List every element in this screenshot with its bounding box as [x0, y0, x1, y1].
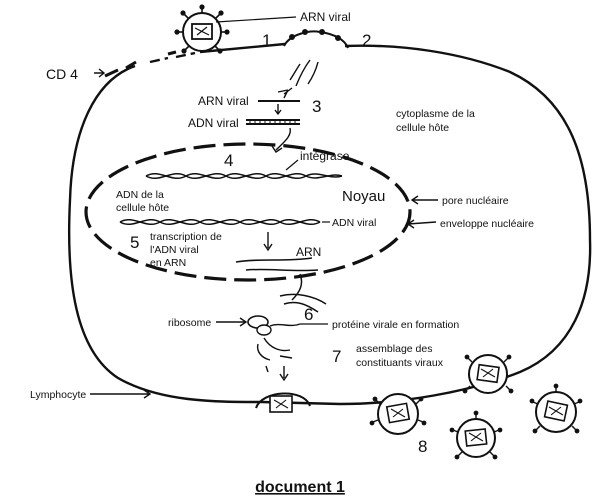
virus-free-top	[174, 4, 297, 54]
label-transcription-line2: l'ADN viral	[150, 244, 199, 256]
label-arn-viral-top: ARN viral	[300, 10, 351, 24]
label-cd4: CD 4	[46, 66, 78, 82]
step-7: 7	[332, 347, 341, 366]
released-rna	[283, 59, 319, 95]
label-lymphocyte: Lymphocyte	[30, 389, 86, 401]
label-noyau: Noyau	[342, 188, 385, 205]
nucleus-pointers	[406, 195, 438, 229]
label-proteine-virale: protéine virale en formation	[332, 319, 459, 331]
label-integrase: intégrase	[300, 149, 350, 163]
step-2: 2	[362, 31, 371, 50]
label-enveloppe-nucleaire: enveloppe nucléaire	[440, 218, 534, 230]
caption: document 1	[255, 479, 345, 496]
virus-budding	[255, 392, 311, 413]
label-transcription-line1: transcription de	[150, 231, 222, 243]
virus-free-4	[449, 410, 503, 460]
label-adn-cellule-line1: ADN de la	[116, 189, 164, 201]
nucleus-envelope	[84, 142, 412, 282]
label-cytoplasm-line1: cytoplasme de la	[396, 108, 475, 120]
fusion-bud	[283, 29, 349, 49]
label-assemblage-line2: constituants viraux	[356, 357, 444, 369]
ribosome	[216, 315, 328, 336]
step-1: 1	[262, 31, 271, 50]
label-arn-viral-mid: ARN viral	[198, 94, 249, 108]
assembly-strands	[256, 337, 293, 382]
step-4: 4	[224, 151, 233, 170]
label-arn: ARN	[296, 245, 321, 259]
cd4-receptors	[104, 50, 177, 78]
step-6: 6	[304, 305, 313, 324]
virus-budding-2	[369, 393, 427, 435]
arrow-entry	[277, 89, 289, 99]
mrna-strands	[235, 257, 327, 313]
step-3: 3	[312, 97, 321, 116]
host-dna-helix	[145, 173, 343, 179]
virus-free-5	[529, 383, 583, 434]
label-assemblage-line1: assemblage des	[356, 343, 432, 355]
step-8: 8	[418, 437, 427, 456]
virus-budding-3	[462, 354, 514, 394]
label-adn-cellule-line2: cellule hôte	[116, 202, 169, 214]
label-ribosome: ribosome	[168, 317, 211, 329]
label-adn-viral-nucleus: ADN viral	[332, 217, 376, 229]
cd4-pointer	[94, 68, 106, 78]
reverse-transcription	[246, 100, 300, 153]
lymphocyte-pointer	[90, 389, 152, 399]
integrase-pointer	[285, 159, 299, 171]
label-transcription-line3: en ARN	[150, 257, 186, 269]
label-cytoplasm-line2: cellule hôte	[396, 122, 449, 134]
arrow-transcription	[263, 232, 273, 252]
integrated-dna-helix	[119, 219, 321, 225]
step-5: 5	[130, 233, 139, 252]
label-pore-nucleaire: pore nucléaire	[442, 195, 509, 207]
cell-membrane	[67, 42, 592, 406]
label-adn-viral-mid: ADN viral	[188, 116, 239, 130]
